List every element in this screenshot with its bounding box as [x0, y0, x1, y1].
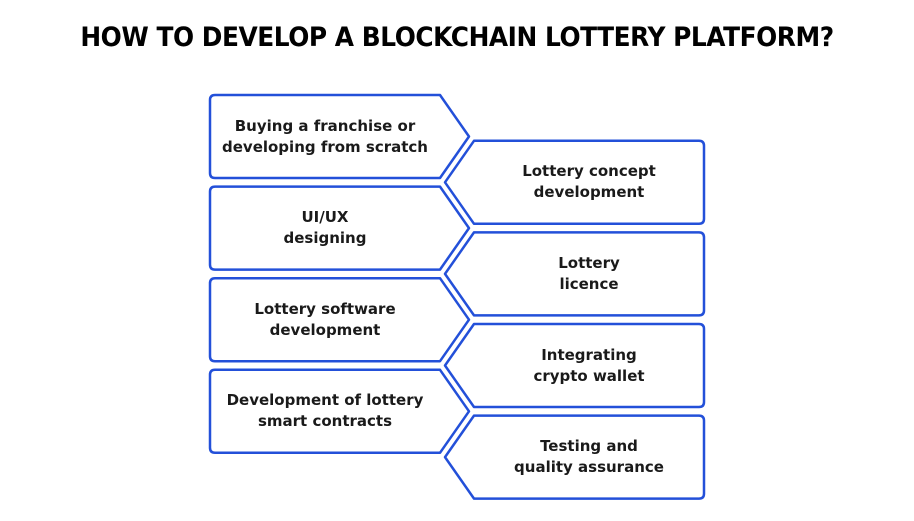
step-arrow-8	[443, 414, 706, 500]
step-label-7: Development of lottery smart contracts	[226, 391, 424, 431]
step-arrow-5	[208, 276, 471, 363]
step-arrow-4	[443, 231, 706, 317]
step-arrow-3	[208, 185, 471, 271]
step-label-1: Buying a franchise or developing from sc…	[222, 116, 428, 156]
step-arrow-1	[208, 93, 471, 180]
step-label-3: UI/UX designing	[283, 208, 367, 248]
step-arrow-2	[443, 139, 706, 226]
step-label-8: Testing and quality assurance	[514, 437, 664, 477]
step-shapes	[208, 93, 706, 500]
diagram-title: HOW TO DEVELOP A BLOCKCHAIN LOTTERY PLAT…	[80, 22, 834, 53]
step-label-4: Lottery licence	[558, 253, 620, 293]
step-label-5: Lottery software development	[254, 299, 396, 339]
step-label-2: Lottery concept development	[522, 162, 656, 202]
step-arrow-7	[208, 368, 471, 455]
step-arrow-6	[443, 322, 706, 409]
step-label-6: Integrating crypto wallet	[533, 345, 645, 385]
